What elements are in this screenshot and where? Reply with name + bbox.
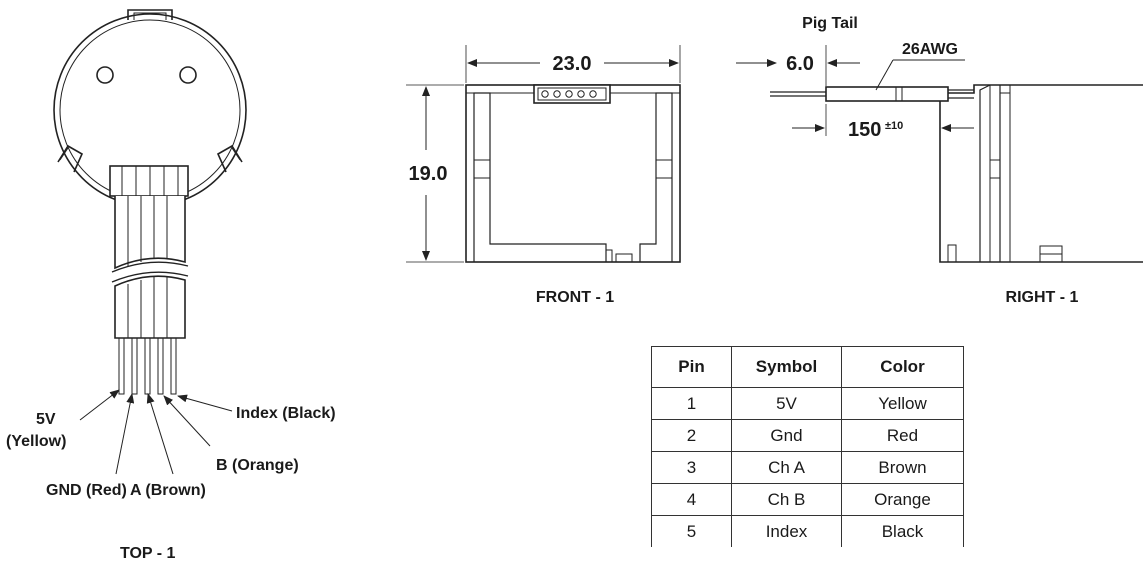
top-notch-inner bbox=[133, 12, 167, 20]
cell-color: Yellow bbox=[841, 387, 964, 420]
header-pin: Pin bbox=[651, 346, 732, 388]
connector-header bbox=[109, 165, 189, 197]
dim-wire-tolerance: ±10 bbox=[885, 120, 903, 132]
cable-break-line-2 bbox=[111, 271, 189, 283]
cell-color: Red bbox=[841, 419, 964, 452]
leader-gnd bbox=[115, 393, 135, 475]
header-color: Color bbox=[841, 346, 964, 388]
side-clip-left bbox=[57, 144, 84, 173]
view-title-right: RIGHT - 1 bbox=[1006, 289, 1079, 306]
mounting-hole-left bbox=[96, 66, 114, 84]
dim-wire-length: 150 bbox=[848, 119, 881, 141]
wire-gauge-label: 26AWG bbox=[902, 41, 958, 58]
cell-pin: 1 bbox=[651, 387, 732, 420]
cell-symbol: Ch A bbox=[731, 451, 842, 484]
cell-color: Brown bbox=[841, 451, 964, 484]
pigtail-label: Pig Tail bbox=[802, 15, 858, 32]
table-row: 5 Index Black bbox=[651, 515, 964, 547]
leader-index bbox=[177, 394, 233, 412]
top-view bbox=[53, 9, 247, 395]
label-a: A (Brown) bbox=[130, 482, 206, 499]
right-body-outline bbox=[939, 84, 1143, 263]
cell-symbol: Ch B bbox=[731, 483, 842, 516]
cell-color: Black bbox=[841, 515, 964, 547]
cell-color: Orange bbox=[841, 483, 964, 516]
label-5v: 5V bbox=[36, 411, 56, 428]
cell-symbol: 5V bbox=[731, 387, 842, 420]
leader-b bbox=[163, 395, 211, 447]
pin-table: Pin Symbol Color 1 5V Yellow 2 Gnd Red 3… bbox=[651, 346, 964, 547]
cell-pin: 3 bbox=[651, 451, 732, 484]
pigtail-sleeve bbox=[825, 86, 949, 102]
front-frame-left bbox=[473, 92, 607, 262]
leader-5v bbox=[79, 389, 120, 421]
table-row: 4 Ch B Orange bbox=[651, 483, 964, 516]
front-dimensions bbox=[406, 45, 681, 263]
wire-leaders bbox=[79, 389, 233, 475]
cell-pin: 2 bbox=[651, 419, 732, 452]
right-view bbox=[770, 84, 1143, 263]
ribbon-cable-upper bbox=[114, 196, 186, 270]
side-clip-right-detail bbox=[231, 147, 241, 161]
dim-height: 19.0 bbox=[409, 163, 448, 185]
label-5v-color: (Yellow) bbox=[6, 433, 66, 450]
gauge-leader bbox=[875, 59, 894, 91]
view-title-front: FRONT - 1 bbox=[536, 289, 614, 306]
label-b: B (Orange) bbox=[216, 457, 299, 474]
table-row: 1 5V Yellow bbox=[651, 387, 964, 420]
view-title-top: TOP - 1 bbox=[120, 545, 176, 562]
label-index: Index (Black) bbox=[236, 405, 336, 422]
wire-ends bbox=[118, 337, 177, 395]
cell-pin: 4 bbox=[651, 483, 732, 516]
front-frame-right bbox=[639, 92, 673, 262]
cable-break-line-1 bbox=[111, 261, 189, 273]
side-clip-left-detail bbox=[59, 147, 69, 161]
cell-symbol: Gnd bbox=[731, 419, 842, 452]
pin-table-header-row: Pin Symbol Color bbox=[651, 346, 964, 388]
top-notch bbox=[127, 9, 173, 20]
cell-pin: 5 bbox=[651, 515, 732, 547]
dim-width: 23.0 bbox=[553, 53, 592, 75]
cell-symbol: Index bbox=[731, 515, 842, 547]
front-view bbox=[465, 84, 681, 263]
leader-a bbox=[146, 393, 174, 475]
dim-pigtail-stub: 6.0 bbox=[786, 53, 814, 75]
mounting-hole-right bbox=[179, 66, 197, 84]
label-gnd: GND (Red) bbox=[46, 482, 127, 499]
side-clip-right bbox=[216, 144, 243, 173]
header-symbol: Symbol bbox=[731, 346, 842, 388]
ribbon-cable-lower bbox=[114, 275, 186, 339]
table-row: 3 Ch A Brown bbox=[651, 451, 964, 484]
front-body-outline bbox=[465, 84, 681, 263]
right-dimensions bbox=[736, 45, 974, 136]
table-row: 2 Gnd Red bbox=[651, 419, 964, 452]
